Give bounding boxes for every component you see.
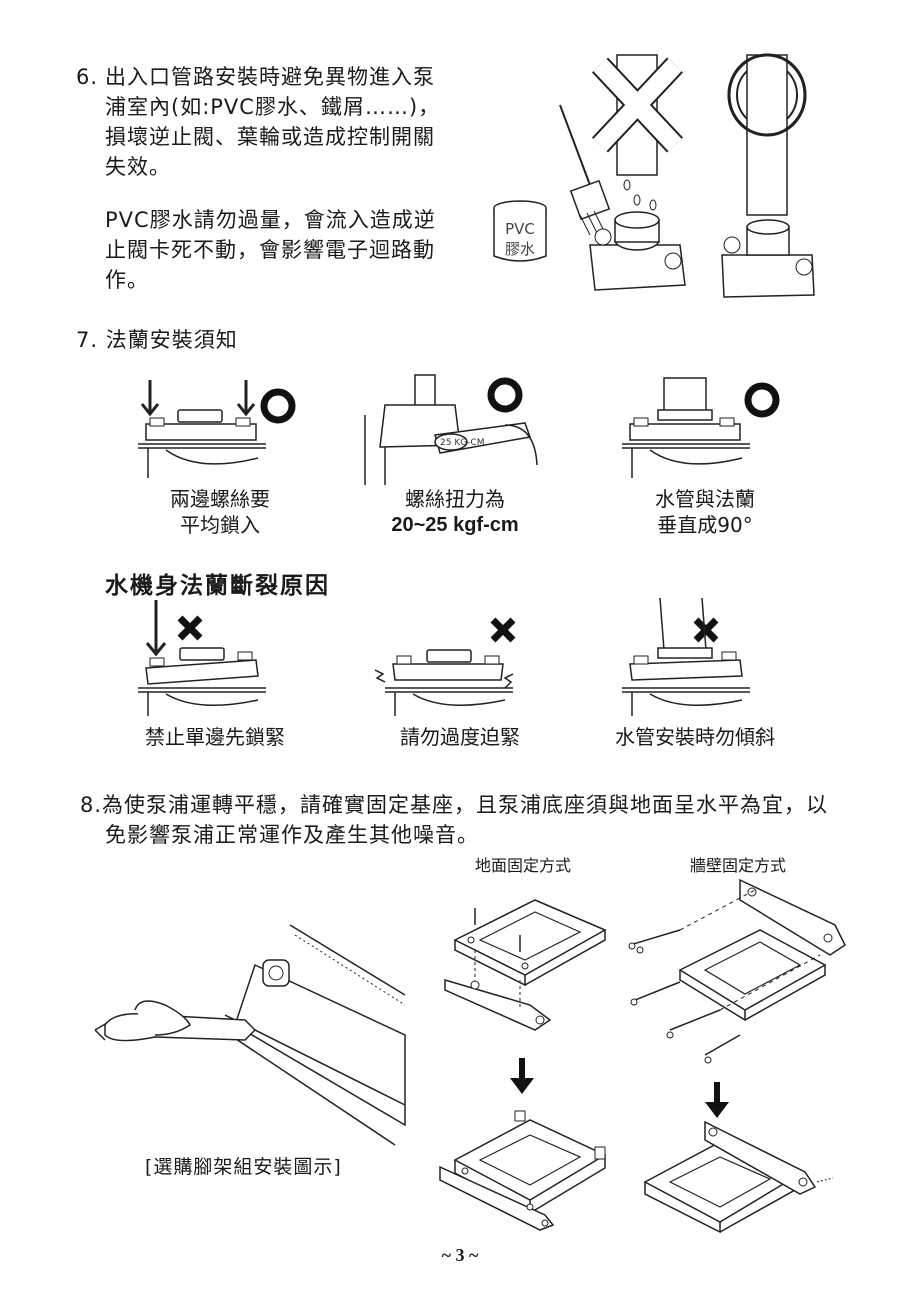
- flange-break-title: 水機身法蘭斷裂原因: [105, 573, 330, 599]
- break-one-side-diagram: [138, 600, 266, 716]
- section6-note-line-3: 作。: [105, 268, 149, 292]
- wall-mount-label: 牆壁固定方式: [690, 856, 787, 875]
- floor-down-arrow-icon: [510, 1058, 534, 1094]
- floor-mount-exploded-diagram: [444, 899, 607, 1031]
- section6-line-3: 損壞逆止閥、葉輪或造成控制開關: [105, 125, 435, 149]
- section6-note-line-1: PVC膠水請勿過量，會流入造成逆: [105, 208, 436, 232]
- break-caption-2: 請勿過度迫緊: [400, 725, 520, 749]
- caption-even-tighten: 兩邊螺絲要 平均鎖入: [130, 486, 310, 538]
- wall-mount-assembled-diagram: [643, 1120, 834, 1234]
- pvc-can-label-1: PVC: [505, 220, 535, 238]
- page-number: ~ 3 ~: [441, 1245, 479, 1265]
- bracket-caption: [選購腳架組安裝圖示]: [145, 1156, 342, 1178]
- caption-even-tighten-line2: 平均鎖入: [180, 513, 260, 537]
- section6-note: PVC膠水請勿過量，會流入造成逆 止閥卡死不動，會影響電子迴路動 作。: [105, 205, 465, 295]
- section6-note-line-2: 止閥卡死不動，會影響電子迴路動: [105, 238, 435, 262]
- pump-wrench-illustration: [94, 924, 406, 1146]
- wrench-torque-label: 25 KG-CM: [440, 438, 485, 448]
- section6-line-4: 失效。: [105, 155, 171, 179]
- floor-mount-assembled-diagram: [439, 1110, 607, 1231]
- section6-line-1: 出入口管路安裝時避免異物進入泵: [105, 65, 435, 89]
- glue-brush-wrong-illustration: [559, 54, 686, 291]
- torque-wrench-diagram: [364, 374, 538, 485]
- section6-number: 6.: [76, 65, 99, 89]
- section6-line-2: 浦室內(如:PVC膠水、鐵屑……)，: [105, 95, 441, 119]
- break-caption-1: 禁止單邊先鎖緊: [145, 725, 285, 749]
- caption-vertical-line1: 水管與法蘭: [655, 487, 755, 511]
- break-caption-3: 水管安裝時勿傾斜: [615, 725, 775, 749]
- caption-torque-line2: 20~25 kgf-cm: [391, 514, 519, 536]
- floor-mount-label: 地面固定方式: [475, 856, 572, 875]
- pvc-glue-can-icon: [493, 200, 547, 262]
- caption-even-tighten-line1: 兩邊螺絲要: [170, 487, 270, 511]
- section8-line-1: 8.為使泵浦運轉平穩，請確實固定基座，且泵浦底座須與地面呈水平為宜，以: [80, 793, 829, 817]
- section6-text: 出入口管路安裝時避免異物進入泵 浦室內(如:PVC膠水、鐵屑……)， 損壞逆止閥…: [105, 62, 465, 182]
- pvc-can-label-2: 膠水: [504, 240, 535, 258]
- break-overtighten-diagram: [374, 617, 516, 716]
- correct-pipe-illustration: [721, 53, 815, 298]
- caption-vertical: 水管與法蘭 垂直成90°: [615, 486, 795, 538]
- caption-torque: 螺絲扭力為 20~25 kgf-cm: [365, 486, 545, 538]
- section8-line-2: 免影響泵浦正常運作及產生其他噪音。: [105, 823, 479, 847]
- caption-torque-line1: 螺絲扭力為: [405, 487, 505, 511]
- section8-text: 8.為使泵浦運轉平穩，請確實固定基座，且泵浦底座須與地面呈水平為宜，以 免影響泵…: [80, 790, 900, 850]
- wall-down-arrow-icon: [705, 1082, 729, 1118]
- caption-vertical-line2: 垂直成90°: [657, 513, 753, 537]
- pipe-vertical-flange-diagram: [622, 377, 780, 478]
- break-tilt-pipe-diagram: [622, 597, 750, 716]
- section7-title: 7. 法蘭安裝須知: [76, 328, 238, 352]
- wall-mount-exploded-diagram: [628, 878, 846, 1064]
- flange-even-tighten-diagram: [138, 380, 296, 478]
